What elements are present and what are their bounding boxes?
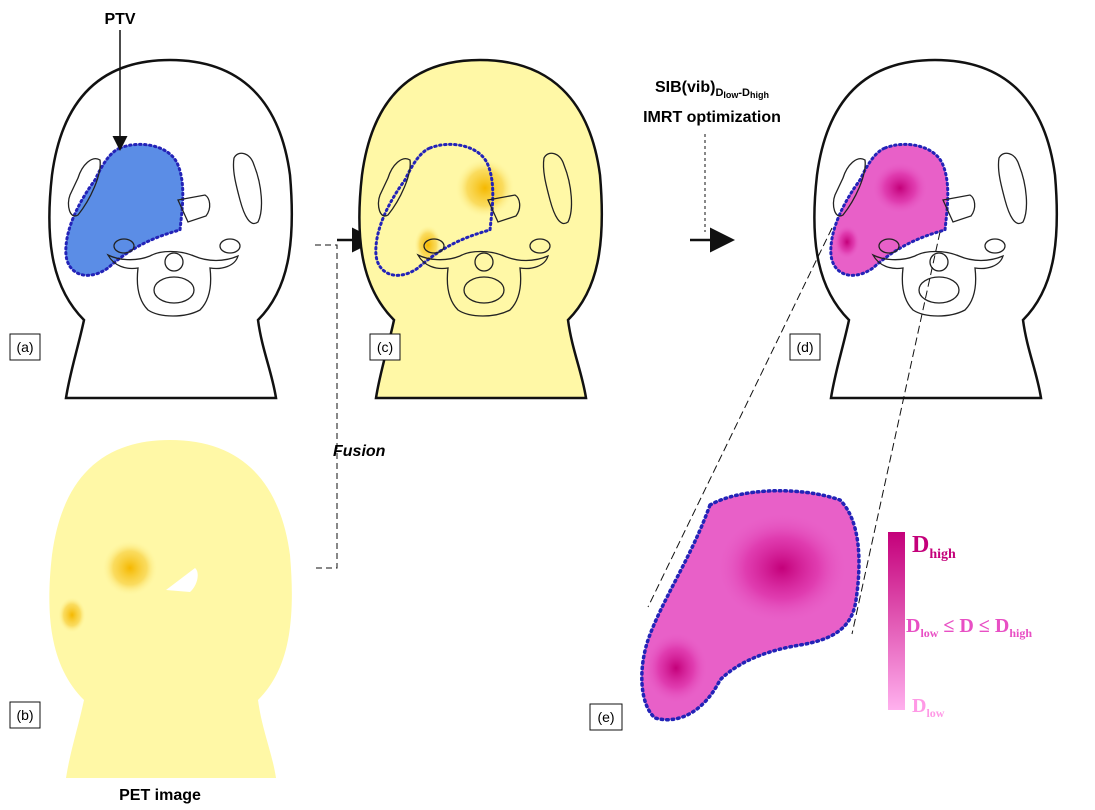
fused-hotspot-main: [455, 158, 515, 218]
pet-image-label: PET image: [119, 787, 201, 804]
panel-e-label: (e): [597, 709, 614, 725]
legend-d-low: Dlow: [912, 695, 945, 720]
imrt-step: SIB(vib)Dlow-Dhigh IMRT optimization: [643, 79, 781, 240]
panel-b-label: (b): [16, 707, 33, 723]
pet-hotspot-main: [102, 540, 158, 596]
dose-scale: Dhigh Dlow ≤ D ≤ Dhigh Dlow: [888, 532, 1032, 720]
panel-e: (e): [590, 491, 859, 730]
dose-peak-small: [834, 225, 860, 259]
sib-label: SIB(vib)Dlow-Dhigh: [655, 79, 769, 100]
panel-a: PTV (a): [10, 11, 292, 398]
panel-d: (d): [790, 60, 1057, 398]
dose-peak-main: [872, 162, 928, 214]
panel-d-label: (d): [796, 339, 813, 355]
imrt-label: IMRT optimization: [643, 109, 781, 126]
fusion-label: Fusion: [333, 443, 386, 460]
ptv-label: PTV: [104, 11, 135, 28]
pet-head: [49, 440, 292, 778]
legend-d-range: Dlow ≤ D ≤ Dhigh: [906, 615, 1032, 640]
dose-peak-e-small: [644, 632, 708, 704]
dose-peak-e-main: [716, 512, 848, 624]
legend-d-high: Dhigh: [912, 532, 956, 562]
dose-scale-bar: [888, 532, 905, 710]
pet-hotspot-small: [58, 597, 86, 633]
panel-c-label: (c): [377, 339, 393, 355]
panel-b: (b) PET image: [10, 440, 292, 804]
panel-c: (c): [359, 60, 602, 398]
panel-a-label: (a): [16, 339, 33, 355]
fusion-bracket: [315, 245, 337, 568]
